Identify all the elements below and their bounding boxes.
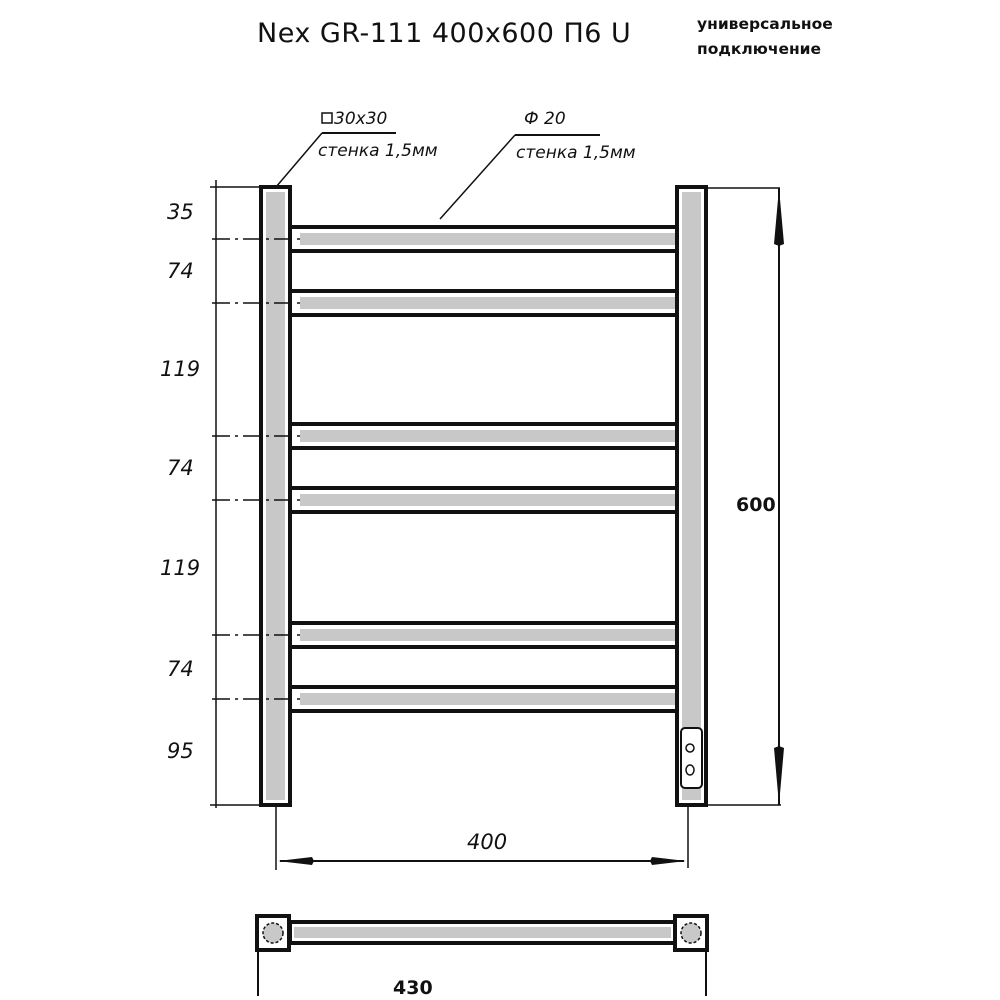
rungs: [288, 225, 679, 713]
arrow-down-icon: [774, 746, 784, 805]
dim-35: 35: [167, 200, 194, 224]
height-dimension: [706, 187, 781, 806]
subtitle-line-2: подключение: [697, 40, 822, 58]
square-profile-icon: [321, 112, 333, 124]
connection-type-note: универсальное подключение: [697, 12, 833, 62]
left-dimension-chain: [210, 180, 262, 808]
dim-119: 119: [160, 556, 200, 580]
subtitle-line-1: универсальное: [697, 15, 833, 33]
rung: [288, 225, 679, 253]
arrow-up-icon: [774, 188, 784, 246]
post-size-label: 30x30: [334, 109, 387, 129]
rung-callout: [439, 134, 600, 220]
heating-element-connector-icon: [680, 727, 703, 789]
dim-74: 74: [167, 456, 194, 480]
left-post: [259, 185, 292, 807]
rung-centerlines: [212, 238, 304, 700]
rung: [288, 621, 679, 649]
dim-95: 95: [167, 739, 194, 763]
right-post: [675, 185, 708, 807]
dim-600: 600: [736, 494, 776, 516]
rung: [288, 486, 679, 514]
post-wall-label: стенка 1,5мм: [318, 141, 438, 161]
post-callout: [275, 112, 396, 188]
dim-430: 430: [393, 977, 433, 999]
center-distance-dimension: [275, 805, 689, 870]
rung-wall-label: стенка 1,5мм: [516, 143, 636, 163]
dim-119: 119: [160, 357, 200, 381]
dim-74: 74: [167, 657, 194, 681]
rung: [288, 289, 679, 317]
dim-74: 74: [167, 259, 194, 283]
arrow-right-icon: [650, 857, 686, 865]
product-title: Nex GR-111 400x600 П6 U: [257, 18, 632, 49]
plan-view: [255, 914, 709, 996]
rung-size-label: Ф 20: [524, 109, 566, 129]
rung: [288, 685, 679, 713]
dim-400: 400: [467, 830, 507, 854]
arrow-left-icon: [278, 857, 314, 865]
rung: [288, 422, 679, 450]
